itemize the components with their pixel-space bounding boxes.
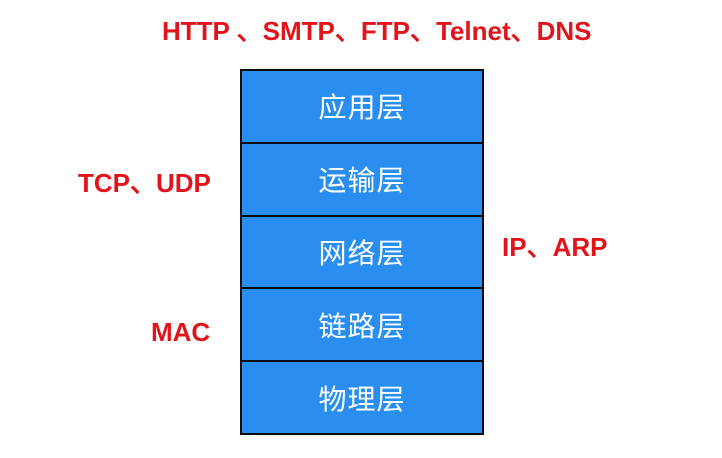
application-protocols-label: HTTP 、SMTP、FTP、Telnet、DNS xyxy=(162,16,592,46)
layer-transport: 运输层 xyxy=(242,143,482,215)
layer-network: 网络层 xyxy=(242,216,482,288)
layer-physical: 物理层 xyxy=(242,362,482,433)
transport-protocols-label: TCP、UDP xyxy=(78,168,211,198)
layer-application: 应用层 xyxy=(242,71,482,142)
layer-stack: 应用层 运输层 网络层 链路层 物理层 xyxy=(240,69,484,435)
link-protocols-label: MAC xyxy=(151,317,211,347)
layer-link: 链路层 xyxy=(242,289,482,361)
network-protocols-label: IP、ARP xyxy=(502,232,608,262)
